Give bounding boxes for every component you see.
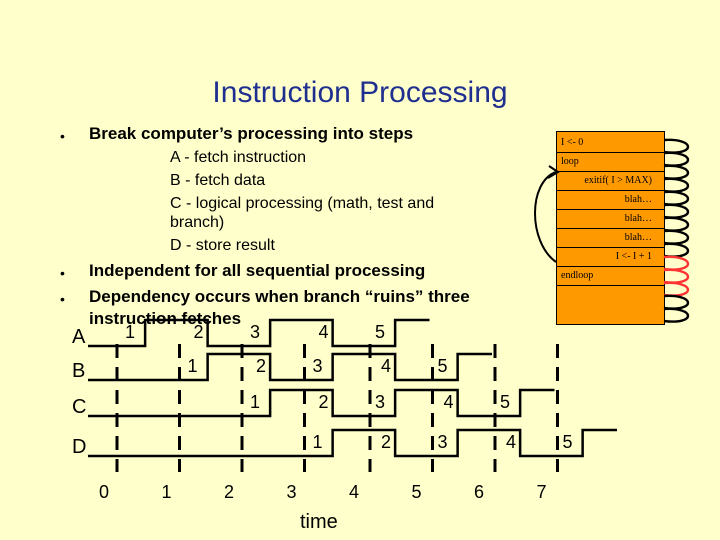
code-line-text: blah…	[624, 194, 652, 205]
coil-loop	[663, 229, 690, 245]
coil-loop	[663, 307, 690, 323]
coil-loop	[663, 281, 690, 297]
waveform-d	[88, 428, 617, 458]
coil-loop	[663, 294, 690, 310]
bullet-steps: Break computer’s processing into steps	[89, 124, 414, 143]
stage-number: 1	[312, 432, 323, 452]
code-line: I <- I + 1	[557, 248, 664, 267]
code-line: blah…	[557, 210, 664, 229]
coil-loop	[663, 190, 690, 206]
stage-number: 4	[381, 356, 392, 376]
row-label-c: C	[72, 396, 87, 418]
stage-number: 3	[437, 432, 448, 452]
coil-loop	[663, 177, 690, 193]
time-tick-label: 5	[411, 482, 422, 502]
coil-loop	[663, 268, 690, 284]
step-d: D - store result	[170, 237, 275, 254]
code-line-text: I <- 0	[561, 137, 584, 148]
stage-number: 2	[318, 392, 329, 412]
stage-number: 5	[375, 322, 386, 342]
bullet-marker: •	[60, 128, 65, 144]
stage-number: 4	[318, 322, 329, 342]
row-label-a: A	[72, 326, 86, 348]
time-tick-label: 2	[224, 482, 235, 502]
stage-number: 5	[500, 392, 511, 412]
stage-number: 1	[250, 392, 261, 412]
time-tick-label: 1	[161, 482, 172, 502]
code-line-text: endloop	[561, 270, 594, 281]
bullet-dependency: Dependency occurs when branch “ruins” th…	[89, 287, 470, 328]
stage-number: 3	[312, 356, 323, 376]
code-line-text: blah…	[624, 213, 652, 224]
waveform-b	[88, 352, 492, 382]
time-axis-label: time	[300, 511, 338, 533]
step-b: B - fetch data	[170, 172, 266, 189]
code-line: I <- 0	[557, 134, 664, 153]
coil-loop	[663, 203, 690, 219]
row-label-d: D	[72, 436, 87, 458]
code-line-text: I <- I + 1	[615, 251, 652, 262]
stage-number: 1	[187, 356, 198, 376]
stage-number: 4	[506, 432, 517, 452]
stage-number: 2	[256, 356, 267, 376]
slide-title: Instruction Processing	[212, 76, 508, 109]
code-listing-box: I <- 0 loop exitif( I > MAX) blah… blah… blah…	[556, 131, 665, 325]
stage-number: 4	[443, 392, 454, 412]
code-line: blah…	[557, 229, 664, 248]
coil-loop	[663, 255, 690, 271]
stage-number: 2	[193, 322, 204, 342]
time-tick-label: 6	[474, 482, 485, 502]
step-c: C - logical processing (math, test and b…	[170, 195, 435, 231]
time-tick-label: 3	[286, 482, 297, 502]
waveform-c	[88, 388, 555, 418]
code-line-text: exitif( I > MAX)	[584, 175, 652, 186]
stage-number: 5	[437, 356, 448, 376]
stage-number: 1	[125, 322, 136, 342]
code-line: endloop	[557, 267, 664, 286]
stage-number: 5	[562, 432, 573, 452]
row-label-b: B	[72, 360, 86, 382]
bullet-independent: Independent for all sequential processin…	[89, 261, 426, 280]
stage-number: 2	[381, 432, 392, 452]
bullet-marker: •	[60, 291, 65, 307]
code-line: exitif( I > MAX)	[557, 172, 664, 191]
step-a: A - fetch instruction	[170, 149, 307, 166]
time-tick-label: 0	[99, 482, 110, 502]
loop-back-arrow	[534, 171, 557, 263]
coil-loop	[663, 138, 690, 154]
coil-loop	[663, 242, 690, 258]
code-line-text: blah…	[624, 232, 652, 243]
code-line: loop	[557, 153, 664, 172]
waveform-a	[88, 318, 430, 348]
time-tick-label: 7	[536, 482, 547, 502]
code-line: blah…	[557, 191, 664, 210]
coil-loop	[663, 164, 690, 180]
loop-back-arrowhead	[547, 165, 560, 179]
stage-number: 3	[375, 392, 386, 412]
code-line-text: loop	[561, 156, 579, 167]
coil-loop	[663, 216, 690, 232]
time-tick-label: 4	[349, 482, 360, 502]
stage-number: 3	[250, 322, 261, 342]
coil-loop	[663, 151, 690, 167]
bullet-marker: •	[60, 265, 65, 281]
